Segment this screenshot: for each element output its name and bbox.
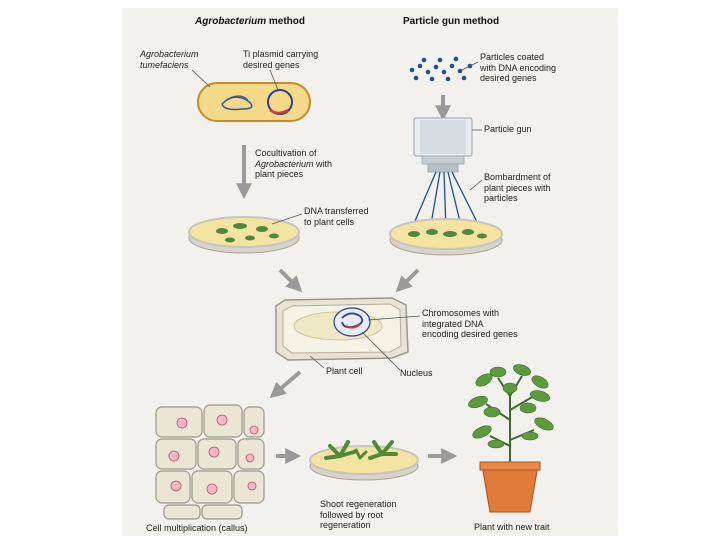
shoot-regeneration-dish bbox=[310, 442, 418, 480]
potted-plant bbox=[467, 362, 555, 512]
particles-label: Particles coated with DNA encoding desir… bbox=[480, 52, 556, 84]
arrow-cell-to-callus bbox=[272, 372, 300, 396]
agrobacterium-tumefaciens-label: Agrobacterium tumefaciens bbox=[140, 49, 199, 70]
petri-dish-left bbox=[189, 214, 302, 253]
cocultivation-line2-rest: with bbox=[314, 159, 333, 169]
arrow-left-to-cell bbox=[280, 270, 300, 290]
agrobacterium-method-title: Agrobacterium method bbox=[195, 16, 305, 27]
plant-cell-label: Plant cell bbox=[326, 366, 363, 377]
dna-particles bbox=[410, 57, 478, 82]
shoot-regeneration-label: Shoot regeneration followed by root rege… bbox=[320, 499, 397, 531]
agrobacterium-cell bbox=[192, 70, 310, 121]
agrobacterium-method-title-suffix: method bbox=[266, 16, 305, 27]
petri-dish-right bbox=[390, 219, 502, 255]
plant-cell-diagram bbox=[276, 298, 420, 370]
ti-plasmid-label: Ti plasmid carrying desired genes bbox=[243, 49, 318, 70]
cocultivation-line2-italic: Agrobacterium bbox=[255, 159, 314, 169]
arrow-right-to-cell bbox=[398, 270, 418, 290]
plant-new-trait-label: Plant with new trait bbox=[474, 522, 550, 533]
cocultivation-line3: plant pieces bbox=[255, 169, 303, 179]
cocultivation-line1: Cocultivation of bbox=[255, 148, 317, 158]
bombardment-label: Bombardment of plant pieces with particl… bbox=[484, 172, 551, 204]
nucleus-label: Nucleus bbox=[400, 368, 433, 379]
callus-label: Cell multiplication (callus) bbox=[146, 523, 248, 534]
callus-cells bbox=[156, 405, 264, 519]
particle-gun bbox=[414, 118, 482, 172]
dna-transferred-label: DNA transferred to plant cells bbox=[304, 206, 369, 227]
particle-gun-label: Particle gun bbox=[484, 124, 532, 135]
chromosomes-label: Chromosomes with integrated DNA encoding… bbox=[422, 308, 518, 340]
agrobacterium-method-title-italic: Agrobacterium bbox=[195, 16, 266, 27]
particle-gun-method-title: Particle gun method bbox=[403, 16, 499, 27]
